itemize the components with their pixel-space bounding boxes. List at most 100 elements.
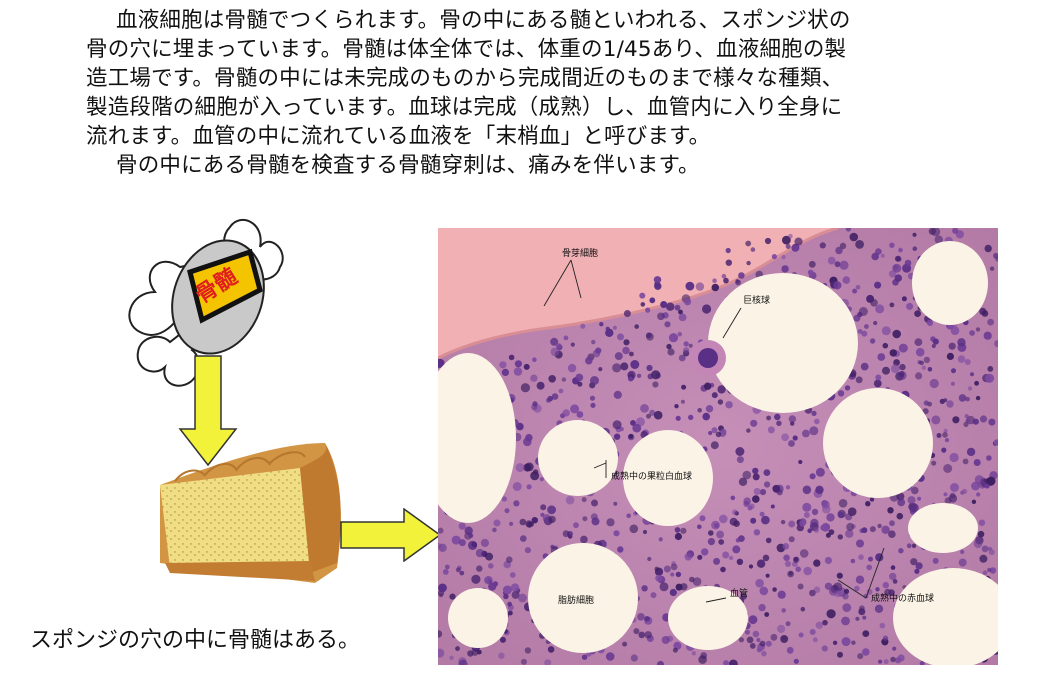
cell-nucleus	[755, 578, 764, 588]
paragraph-line: 骨の中にある骨髄を検査する骨髄穿刺は、痛みを伴います。	[116, 153, 700, 178]
cell-nucleus	[678, 354, 686, 362]
cell-nucleus	[989, 266, 995, 271]
cell-nucleus	[765, 640, 772, 647]
cell-nucleus	[515, 463, 525, 473]
cell-nucleus	[605, 652, 615, 661]
cell-nucleus	[986, 476, 996, 486]
paragraph-line: 流れます。血管の中に流れている血液を「末梢血」と呼びます。	[86, 124, 711, 149]
cell-nucleus	[471, 649, 479, 656]
cell-nucleus	[934, 235, 943, 244]
cell-nucleus	[942, 432, 948, 438]
cell-nucleus	[576, 411, 584, 418]
cell-nucleus	[950, 381, 956, 386]
cell-nucleus	[605, 326, 610, 331]
cell-nucleus	[977, 530, 985, 538]
cell-nucleus	[680, 399, 685, 404]
cell-nucleus	[471, 541, 477, 548]
cell-nucleus	[652, 381, 659, 388]
cell-nucleus	[889, 572, 897, 581]
cell-nucleus	[581, 654, 588, 660]
cell-nucleus	[888, 589, 895, 596]
cell-nucleus	[732, 509, 738, 515]
cell-nucleus	[540, 512, 545, 517]
cell-nucleus	[761, 515, 770, 525]
cell-nucleus	[657, 312, 665, 321]
cell-nucleus	[746, 636, 754, 644]
cell-nucleus	[813, 559, 821, 567]
cell-nucleus	[711, 283, 720, 292]
cell-nucleus	[892, 279, 899, 286]
cell-nucleus	[950, 483, 959, 492]
cell-nucleus	[780, 635, 789, 643]
cell-nucleus	[846, 522, 855, 531]
cell-nucleus	[912, 232, 917, 237]
cell-nucleus	[752, 473, 760, 481]
cell-nucleus	[837, 511, 845, 519]
cell-nucleus	[523, 363, 530, 370]
cell-nucleus	[915, 347, 925, 357]
cell-nucleus	[536, 381, 545, 390]
cell-nucleus	[889, 242, 895, 248]
cell-nucleus	[919, 360, 924, 366]
cell-nucleus	[787, 570, 794, 578]
paragraph-line: 血液細胞は骨髄でつくられます。骨の中にある髄といわれる、スポンジ状の	[116, 8, 851, 33]
cell-nucleus	[971, 499, 977, 504]
paragraph-line: 製造段階の細胞が入っています。血球は完成（成熟）し、血管内に入り全身に	[86, 95, 843, 120]
cell-nucleus	[524, 547, 531, 554]
cell-nucleus	[678, 309, 683, 315]
cell-nucleus	[438, 630, 443, 638]
cell-nucleus	[914, 338, 923, 346]
cell-nucleus	[973, 459, 981, 466]
cell-nucleus	[592, 349, 601, 358]
cell-nucleus	[654, 566, 660, 572]
cell-nucleus	[633, 628, 640, 635]
cell-nucleus	[907, 496, 916, 505]
cell-nucleus	[499, 361, 507, 369]
cell-nucleus	[738, 272, 745, 279]
cell-nucleus	[756, 637, 761, 643]
cell-nucleus	[732, 545, 741, 554]
cell-nucleus	[547, 395, 553, 402]
cell-nucleus	[701, 548, 709, 556]
cell-nucleus	[674, 532, 682, 541]
cell-nucleus	[735, 279, 741, 286]
cell-nucleus	[476, 565, 483, 572]
cell-nucleus	[736, 558, 744, 565]
cell-nucleus	[500, 636, 506, 643]
cell-nucleus	[468, 533, 474, 538]
cell-nucleus	[750, 517, 757, 524]
cell-nucleus	[790, 421, 795, 426]
cell-nucleus	[810, 518, 819, 528]
cell-nucleus	[770, 504, 775, 509]
cell-nucleus	[630, 654, 638, 662]
cell-nucleus	[756, 559, 766, 568]
cell-nucleus	[570, 404, 580, 414]
cell-nucleus	[821, 522, 831, 532]
cell-nucleus	[613, 501, 618, 506]
cell-nucleus	[649, 297, 656, 304]
cell-nucleus	[677, 331, 683, 337]
cell-nucleus	[646, 332, 654, 341]
cell-nucleus	[987, 318, 994, 326]
cell-nucleus	[723, 660, 729, 665]
cell-nucleus	[906, 302, 914, 310]
cell-nucleus	[589, 395, 596, 401]
cell-nucleus	[562, 409, 570, 417]
cell-nucleus	[591, 339, 596, 345]
cell-nucleus	[702, 412, 710, 421]
cell-nucleus	[752, 495, 760, 503]
cell-nucleus	[675, 415, 681, 421]
cell-nucleus	[965, 418, 970, 423]
cell-nucleus	[613, 390, 622, 399]
cell-nucleus	[970, 372, 974, 377]
cell-nucleus	[771, 254, 777, 260]
cell-nucleus	[792, 435, 798, 441]
cell-nucleus	[530, 471, 540, 481]
cell-nucleus	[640, 404, 649, 413]
cell-nucleus	[826, 513, 835, 522]
cell-nucleus	[504, 508, 510, 514]
cell-nucleus	[897, 654, 905, 662]
cell-nucleus	[975, 327, 981, 332]
cell-nucleus	[563, 335, 569, 341]
cell-nucleus	[774, 413, 781, 421]
